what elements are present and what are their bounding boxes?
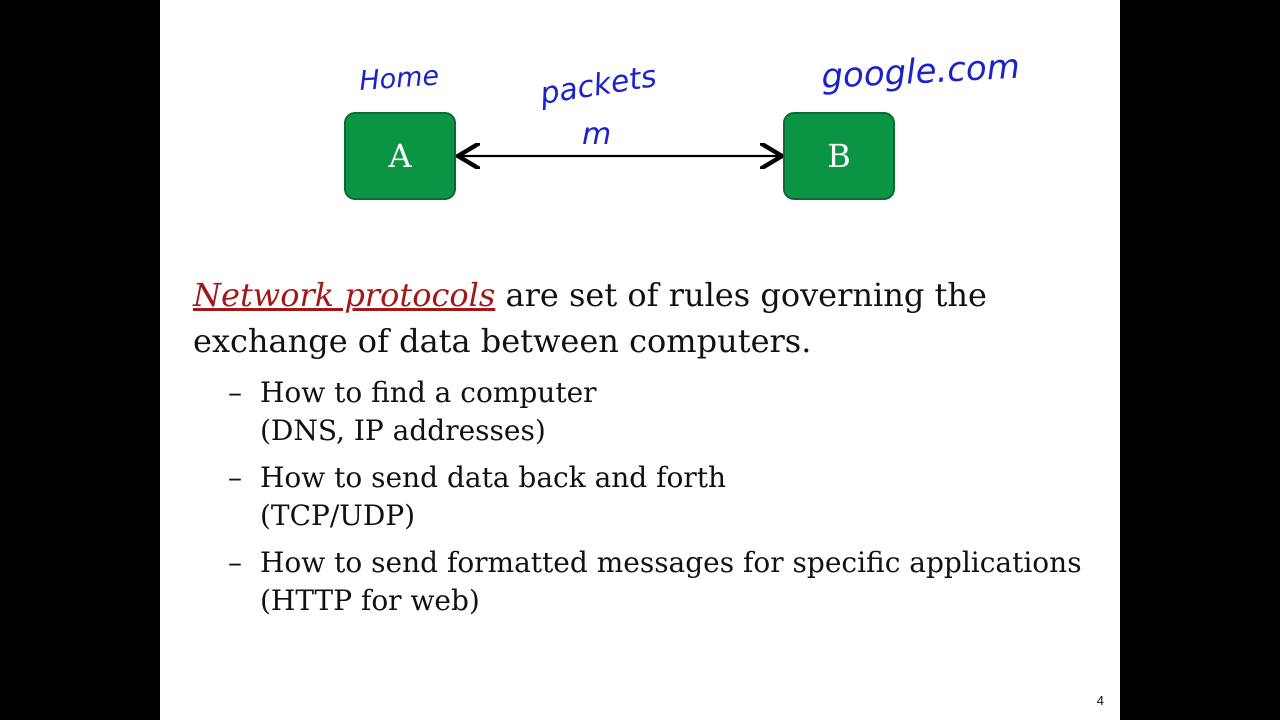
bullet-dash: – xyxy=(228,376,242,409)
annotation-m: m xyxy=(582,117,611,152)
bullet-item: – How to send formatted messages for spe… xyxy=(228,544,1108,620)
bullet-list: – How to find a computer (DNS, IP addres… xyxy=(228,374,1108,629)
bullet-dash: – xyxy=(228,461,242,494)
term-network-protocols: Network protocols xyxy=(193,276,496,314)
annotation-google: google.com xyxy=(820,47,1020,97)
node-a-label: A xyxy=(388,137,412,175)
node-b: B xyxy=(783,112,895,200)
bullet-line-1: How to send formatted messages for speci… xyxy=(260,546,1082,579)
bullet-line-2: (HTTP for web) xyxy=(260,584,480,617)
node-a: A xyxy=(344,112,456,200)
bullet-line-1: How to find a computer xyxy=(260,376,597,409)
bullet-item: – How to find a computer (DNS, IP addres… xyxy=(228,374,1108,450)
annotation-home: Home xyxy=(358,60,440,96)
bullet-line-2: (DNS, IP addresses) xyxy=(260,414,546,447)
annotation-packets: packets xyxy=(537,59,659,112)
bullet-line-2: (TCP/UDP) xyxy=(260,499,416,532)
definition-text: Network protocols are set of rules gover… xyxy=(193,272,1073,364)
bullet-dash: – xyxy=(228,546,242,579)
page-number: 4 xyxy=(1096,693,1104,708)
slide: Home packets m google.com A B Network pr… xyxy=(160,0,1120,720)
definition-rest: are set of rules governing the exchange … xyxy=(193,276,987,360)
bullet-item: – How to send data back and forth (TCP/U… xyxy=(228,459,1108,535)
node-b-label: B xyxy=(827,137,851,175)
network-diagram: Home packets m google.com xyxy=(358,47,1021,240)
bullet-line-1: How to send data back and forth xyxy=(260,461,727,494)
